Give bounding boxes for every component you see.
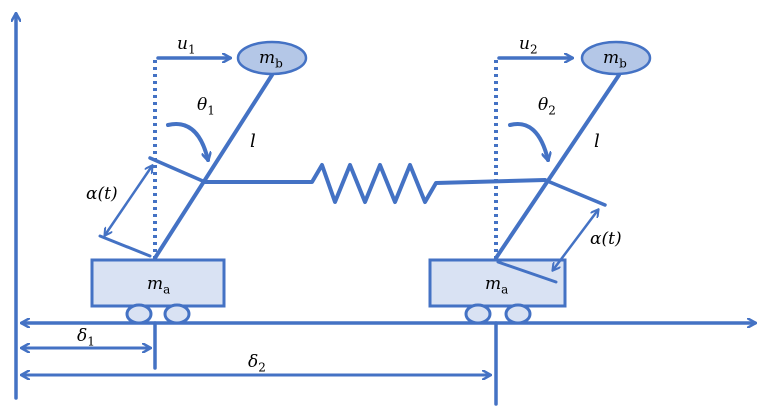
angle-arrow-theta2 <box>508 122 548 160</box>
label-u1: u1 <box>177 34 196 57</box>
dimension-alpha-right <box>553 210 598 270</box>
label-length-left: l <box>250 131 256 152</box>
crossbar-left <box>148 156 207 184</box>
label-theta1: θ1 <box>197 95 215 118</box>
angle-arrow-theta1 <box>166 122 208 160</box>
cart-body-right <box>428 258 567 308</box>
dimension-alpha-left <box>105 166 152 235</box>
label-ma-left: ma <box>147 274 171 297</box>
left-cart <box>90 258 226 325</box>
label-length-right: l <box>594 131 600 152</box>
label-delta2: δ2 <box>248 352 266 375</box>
label-u2: u2 <box>519 34 538 57</box>
label-delta1: δ1 <box>77 326 95 349</box>
wheel-right-1 <box>464 303 492 325</box>
spring <box>203 163 547 204</box>
pendulum-rod-right <box>494 73 621 260</box>
mass-ball-left <box>236 40 308 76</box>
label-alpha-left: α(t) <box>86 184 118 204</box>
label-theta2: θ2 <box>538 95 556 118</box>
pendulum-rod-left <box>153 73 274 260</box>
label-alpha-right: α(t) <box>590 229 622 249</box>
alpha-right-tick <box>496 260 558 284</box>
wheel-right-2 <box>504 303 532 325</box>
wheel-left-1 <box>125 303 153 325</box>
crossbar-right <box>543 178 607 207</box>
label-mb-right: mb <box>603 48 627 71</box>
alpha-left-tick <box>98 234 152 258</box>
mass-ball-right <box>580 40 652 76</box>
label-mb-left: mb <box>259 48 283 71</box>
label-ma-right: ma <box>485 274 509 297</box>
cart-body-left <box>90 258 226 308</box>
right-cart <box>428 258 567 325</box>
wheel-left-2 <box>163 303 191 325</box>
